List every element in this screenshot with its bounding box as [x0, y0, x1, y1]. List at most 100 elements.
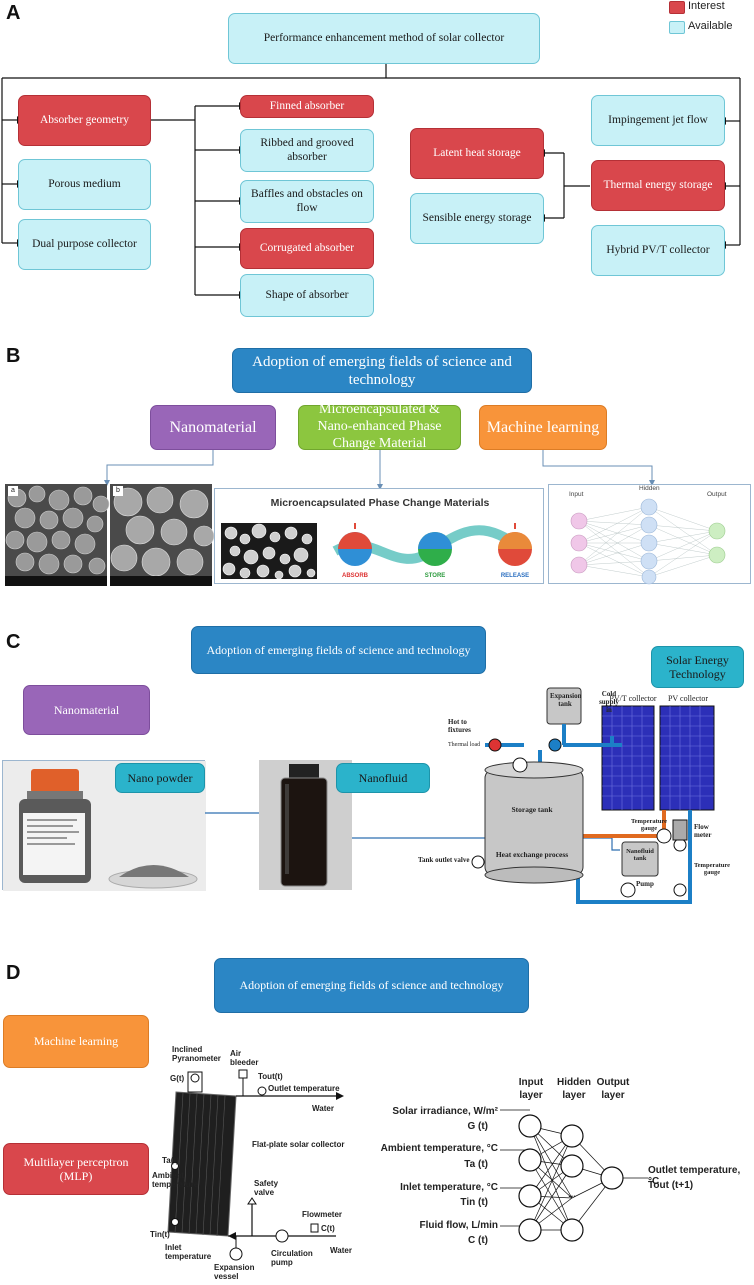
input-ambient-temperature: Ambient temperature, °C [380, 1143, 498, 1154]
flat-plate-label: Flat-plate solar collector [252, 1140, 345, 1149]
hybrid-pvt-box: Hybrid PV/T collector [591, 225, 725, 276]
sem-a-label: a [8, 486, 18, 496]
porous-medium-box: Porous medium [18, 159, 151, 210]
nn-b-hidden-label: Hidden [639, 485, 660, 492]
pyranometer-label: Inclined Pyranometer [172, 1045, 221, 1063]
sem-image-a-particles [5, 484, 110, 586]
tout-label: Tout(t) [258, 1072, 283, 1081]
safety-valve-label: Safety valve [254, 1179, 279, 1197]
release-label: RELEASE [500, 573, 530, 579]
baffles-obstacles-box: Baffles and obstacles on flow [240, 180, 374, 223]
outlet-temperature-label: Outlet temperature [268, 1084, 340, 1093]
panel-d-ml-box: Machine learning [3, 1015, 149, 1068]
solar-energy-technology-box: Solar Energy Technology [651, 646, 744, 688]
air-bleeder-label: Air bleeder [230, 1049, 259, 1067]
panel-b-connectors [104, 450, 655, 490]
input-fluid-flow: Fluid flow, L/min [419, 1220, 498, 1231]
temperature-gauge-2-label: Temperature gauge [693, 862, 731, 876]
input-solar-irradiance: Solar irradiance, W/m² [392, 1106, 498, 1117]
panel-a-letter: A [6, 2, 21, 24]
panel-d-title-box: Adoption of emerging fields of science a… [214, 958, 529, 1013]
legend-available-label: Available [688, 20, 733, 32]
expansion-tank-label: Expansion tank [550, 692, 582, 708]
heat-exchange-label: Heat exchange process [495, 850, 569, 859]
sem-image-a: a [5, 484, 110, 586]
sensible-energy-storage-box: Sensible energy storage [410, 193, 544, 244]
hidden-layer-label: Hidden layer [557, 1077, 591, 1101]
flowmeter-label: Flowmeter [302, 1210, 343, 1219]
panel-c-letter: C [6, 631, 21, 653]
input-ta: Ta (t) [464, 1159, 488, 1170]
mlp-box: Multilayer perceptron (MLP) [3, 1143, 149, 1195]
legend-interest-swatch [669, 1, 685, 14]
temperature-gauge-1-label: Temperature gauge [630, 818, 668, 832]
legend-interest-label: Interest [688, 0, 725, 12]
mpcm-image-title: Microencapsulated Phase Change Materials [270, 497, 490, 509]
ta-label: Ta(t) [162, 1156, 179, 1165]
dual-purpose-collector-box: Dual purpose collector [18, 219, 151, 270]
latent-heat-storage-box: Latent heat storage [410, 128, 544, 179]
corrugated-absorber-box: Corrugated absorber [240, 228, 374, 269]
mpcm-capsules-illustration [221, 523, 532, 580]
pump-label: Pump [636, 880, 654, 888]
root-method-box: Performance enhancement method of solar … [228, 13, 540, 64]
ct-label: C(t) [321, 1224, 335, 1233]
absorb-label: ABSORB [341, 573, 368, 579]
panel-b-letter: B [6, 345, 21, 367]
finned-absorber-box: Finned absorber [240, 95, 374, 118]
ribbed-grooved-box: Ribbed and grooved absorber [240, 129, 374, 172]
nano-powder-label-box: Nano powder [115, 763, 205, 793]
input-ct: C (t) [468, 1235, 488, 1246]
water-in-label: Water [330, 1246, 352, 1255]
pvt-collector-panel [601, 705, 655, 811]
panel-b-nanomaterial-box: Nanomaterial [150, 405, 276, 450]
store-label: STORE [424, 573, 446, 579]
nanofluid-tank-label: Nanofluid tank [626, 848, 654, 862]
input-inlet-temperature: Inlet temperature, °C [400, 1182, 498, 1193]
hidden-dots-label: ... [568, 1189, 576, 1199]
gt-label: G(t) [170, 1074, 185, 1083]
nanofluid-label-box: Nanofluid [336, 763, 430, 793]
nn-image-b: Input Hidden Output [548, 484, 751, 585]
output-layer-label: Output layer [596, 1077, 630, 1101]
inlet-temperature-label: Inlet temperature [165, 1243, 212, 1261]
sem-image-b: b [110, 484, 215, 586]
nn-b-output-label: Output [707, 491, 727, 498]
input-gt: G (t) [467, 1121, 488, 1132]
thermal-energy-storage-box: Thermal energy storage [591, 160, 725, 211]
sem-image-b-particles [110, 484, 215, 586]
nn-b-input-label: Input [569, 491, 584, 498]
output-tout: Tout (t+1) [648, 1180, 694, 1191]
panel-b-title-box: Adoption of emerging fields of science a… [232, 348, 532, 393]
legend-available-swatch [669, 21, 685, 34]
impingement-jet-box: Impingement jet flow [591, 95, 725, 146]
pv-collector-label: PV collector [667, 694, 709, 703]
panel-b-ml-box: Machine learning [479, 405, 607, 450]
hot-fixtures-label: Hot to fixtures [448, 718, 471, 734]
pv-collector-panel [659, 705, 715, 811]
mpcm-image: Microencapsulated Phase Change Materials… [214, 488, 544, 584]
expansion-vessel-label: Expansion vessel [214, 1263, 255, 1281]
panel-c-title-box: Adoption of emerging fields of science a… [191, 626, 486, 674]
panel-d-letter: D [6, 962, 21, 984]
ambient-temperature-label: Ambient temperature [152, 1171, 199, 1189]
panel-b-mpcm-box: Microencapsulated & Nano-enhanced Phase … [298, 402, 461, 451]
panel-c-nanomaterial-box: Nanomaterial [23, 685, 150, 735]
nano-powder-photo: Nano powder [2, 760, 206, 891]
water-out-label: Water [312, 1104, 334, 1113]
sem-b-label: b [113, 486, 123, 496]
input-layer-label: Input layer [518, 1077, 544, 1101]
tin-label: Tin(t) [150, 1230, 170, 1239]
solar-system-schematic [471, 687, 715, 904]
flow-meter-label: Flow meter [694, 823, 712, 839]
input-tin: Tin (t) [460, 1197, 488, 1208]
storage-tank-label: Storage tank [511, 805, 553, 814]
tank-outlet-valve-label: Tank outlet valve [418, 856, 470, 864]
shape-absorber-box: Shape of absorber [240, 274, 374, 317]
absorber-geometry-box: Absorber geometry [18, 95, 151, 146]
nn-diagram-b [570, 498, 726, 585]
thermal-load-label: Thermal load [448, 742, 481, 748]
cold-supply-label: Cold supply in [599, 690, 619, 714]
pvt-collector-label: PV/T collector [609, 694, 657, 703]
